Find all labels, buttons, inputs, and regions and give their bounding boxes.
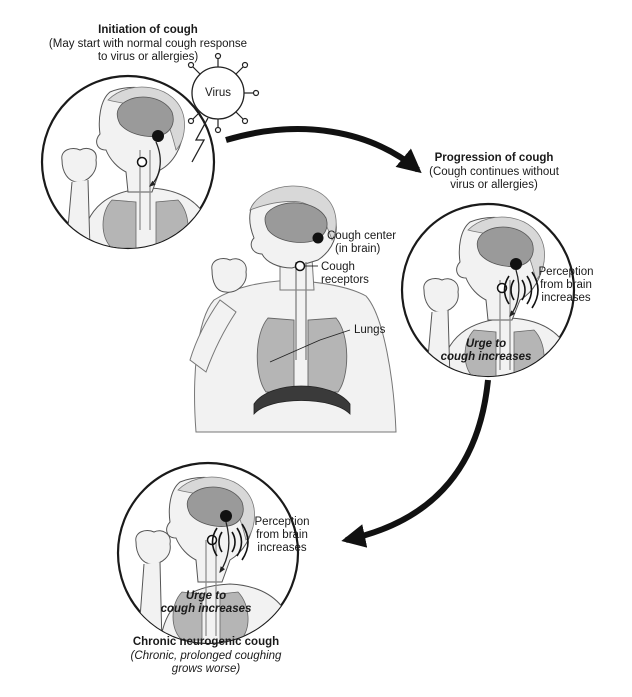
cough-receptors-line2: receptors	[321, 274, 369, 286]
lightning-icon	[191, 117, 209, 163]
progression-subtitle-line1: (Cough continues without	[429, 166, 559, 178]
cough-receptor-dot	[294, 260, 306, 272]
initiation-title: Initiation of cough	[98, 24, 198, 36]
progression-signal-icon	[503, 271, 539, 309]
chronic-urge-line1: Urge to	[185, 590, 227, 602]
lungs-label: Lungs	[354, 324, 386, 336]
chronic-subtitle-line2: grows worse)	[171, 663, 241, 675]
cough-center-line1: Cough center	[327, 230, 397, 242]
progression-urge-line1: Urge to	[465, 338, 507, 350]
progression-perception-line1: Perception	[538, 266, 594, 278]
virus-label: Virus	[205, 87, 231, 99]
chronic-title: Chronic neurogenic cough	[132, 636, 280, 648]
initiation-subtitle-line2: to virus or allergies)	[97, 51, 199, 63]
chronic-signal-icon	[211, 523, 249, 561]
chronic-perception-line1: Perception	[254, 516, 310, 528]
central-figure	[189, 185, 397, 433]
progression-perception-line3: increases	[541, 292, 591, 304]
initiation-cough-center-dot	[152, 130, 164, 142]
chronic-perception-line3: increases	[257, 542, 307, 554]
cough-receptors-line1: Cough	[321, 261, 355, 273]
chronic-urge-line2: cough increases	[160, 603, 252, 615]
initiation-subtitle-line1: (May start with normal cough response	[48, 38, 248, 50]
progression-perception-line2: from brain	[540, 279, 592, 291]
progression-title: Progression of cough	[434, 152, 554, 164]
virus-icon	[187, 52, 260, 134]
cough-center-dot	[312, 232, 324, 244]
initiation-panel	[40, 74, 216, 250]
arrow-progression-to-chronic	[341, 379, 491, 548]
chronic-subtitle-line1: (Chronic, prolonged coughing	[130, 650, 282, 662]
initiation-receptor-dot	[136, 156, 148, 168]
cough-center-line2: (in brain)	[335, 243, 381, 255]
arrow-initiation-to-progression	[225, 126, 422, 174]
progression-subtitle-line2: virus or allergies)	[450, 179, 538, 191]
progression-urge-line2: cough increases	[440, 351, 532, 363]
chronic-perception-line2: from brain	[256, 529, 308, 541]
